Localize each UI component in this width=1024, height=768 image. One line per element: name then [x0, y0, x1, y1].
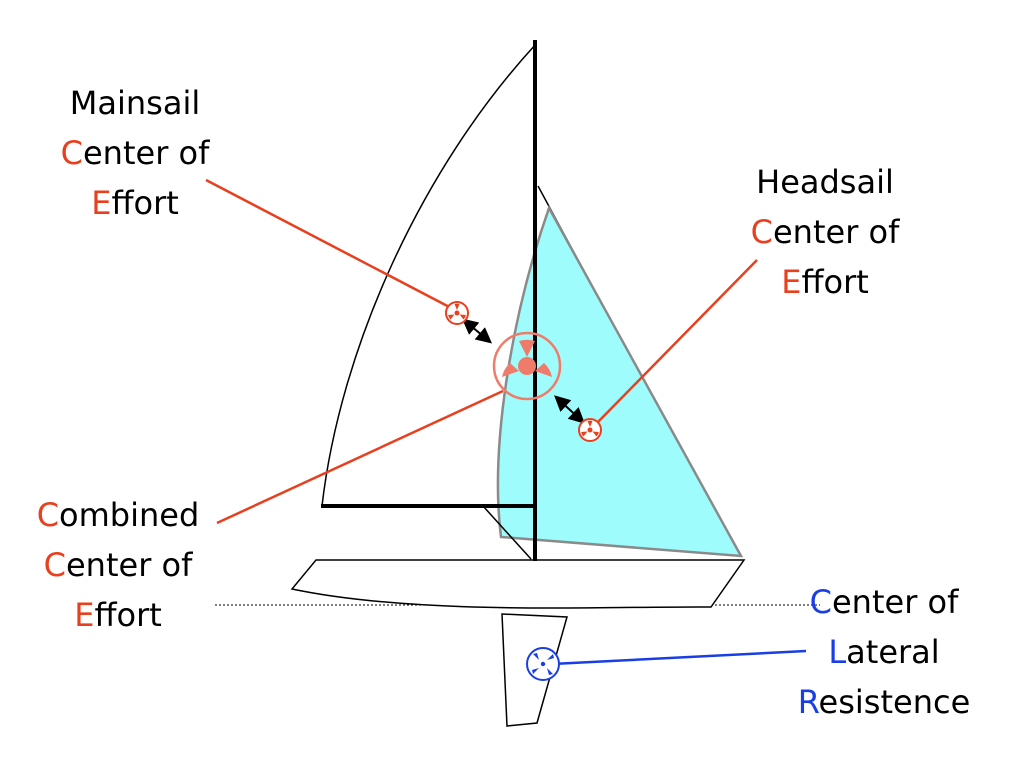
- headsail-label-line3: Effort: [730, 257, 920, 307]
- headsail-label-line2-rest: enter of: [772, 213, 900, 251]
- mainsail-leader-line: [205, 178, 458, 313]
- combined-label-line1-rest: ombined: [59, 496, 200, 534]
- combined-label-line1: Combined: [18, 490, 218, 540]
- mainsail-label-line3-initial: E: [91, 184, 112, 222]
- center-of-lateral-resistance-marker-icon: [526, 647, 560, 681]
- boom-vang: [482, 505, 532, 560]
- mainsail-label-line3: Effort: [40, 178, 230, 228]
- headsail-leader-line: [596, 259, 758, 424]
- lateral-label-line1-initial: C: [809, 583, 832, 621]
- mainsail-label-line2-rest: enter of: [82, 134, 210, 172]
- headsail-label-line3-rest: ffort: [801, 263, 869, 301]
- lateral-label-line3-initial: R: [797, 683, 819, 721]
- mainsail-center-of-effort-label: Mainsail Center of Effort: [40, 78, 230, 228]
- center-of-effort-marker-icon: [578, 418, 602, 442]
- lateral-label-line2-rest: ateral: [846, 633, 940, 671]
- center-of-effort-marker-icon: [492, 331, 562, 401]
- combined-label-line2-initial: C: [43, 546, 66, 584]
- lateral-label-line3: Resistence: [784, 677, 984, 727]
- combined-label-line2-rest: enter of: [65, 546, 193, 584]
- combined-label-line2: Center of: [18, 540, 218, 590]
- mainsail-label-line2-initial: C: [60, 134, 83, 172]
- lateral-label-line3-rest: esistence: [818, 683, 971, 721]
- combined-label-line1-initial: C: [36, 496, 60, 534]
- lateral-label-line2-initial: L: [828, 633, 847, 671]
- headsail-label-line2: Center of: [730, 207, 920, 257]
- combined-leader-line: [216, 389, 504, 525]
- headsail-label-line1: Headsail: [756, 163, 894, 201]
- combined-label-line3: Effort: [18, 590, 218, 640]
- headsail-center-of-effort-label: Headsail Center of Effort: [730, 157, 920, 307]
- combined-label-line3-rest: ffort: [94, 596, 162, 634]
- lateral-label-line2: Lateral: [784, 627, 984, 677]
- mainsail-label-line1: Mainsail: [69, 84, 201, 122]
- mainsail-label-line2: Center of: [40, 128, 230, 178]
- mainsail: [321, 42, 537, 507]
- hull: [290, 559, 746, 609]
- mainsail-label-line3-rest: ffort: [111, 184, 179, 222]
- headsail-label-line3-initial: E: [781, 263, 802, 301]
- lateral-label-line1-rest: enter of: [831, 583, 959, 621]
- headsail-label-line2-initial: C: [750, 213, 773, 251]
- lateral-label-line1: Center of: [784, 577, 984, 627]
- combined-label-line3-initial: E: [74, 596, 95, 634]
- center-of-effort-marker-icon: [445, 301, 469, 325]
- lateral-leader-line: [551, 649, 807, 666]
- double-headed-arrow-icon: [461, 318, 493, 344]
- combined-center-of-effort-label: Combined Center of Effort: [18, 490, 218, 640]
- double-headed-arrow-icon: [554, 395, 585, 424]
- center-of-lateral-resistance-label: Center of Lateral Resistence: [784, 577, 984, 727]
